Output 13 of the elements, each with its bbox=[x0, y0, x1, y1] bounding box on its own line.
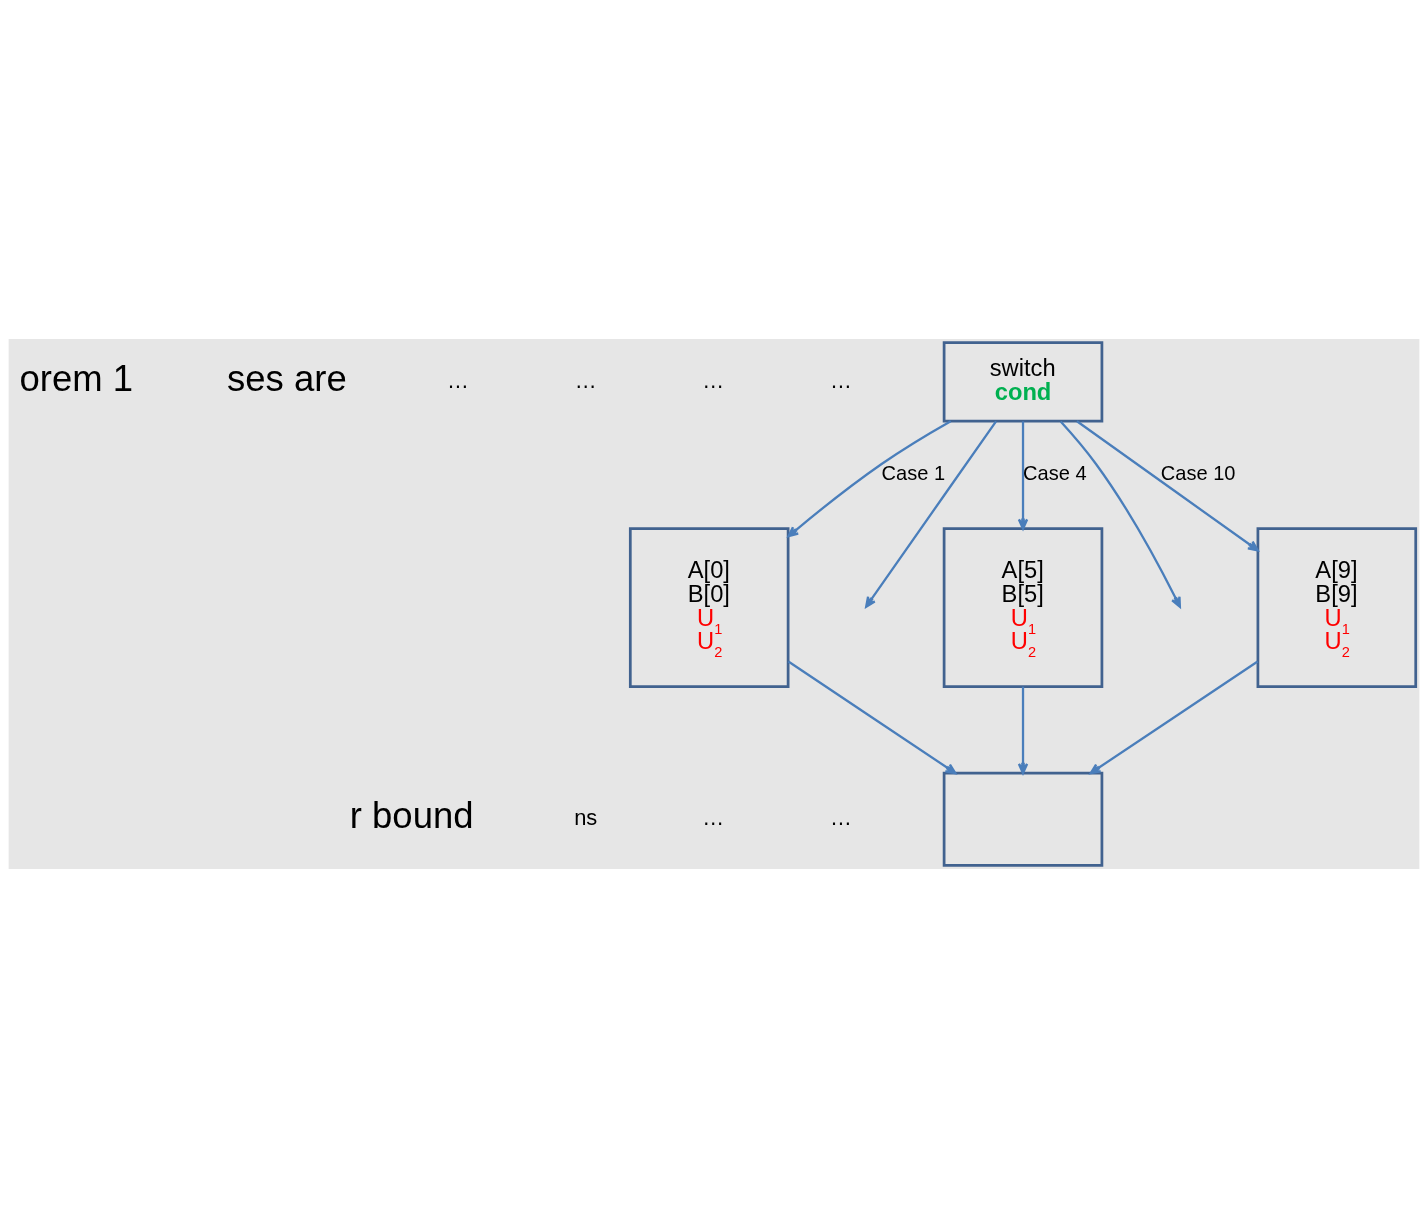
label: ns bbox=[574, 804, 598, 830]
label: … bbox=[702, 804, 725, 830]
label: ses are bbox=[227, 357, 347, 399]
edge-label: Case 10 bbox=[1160, 461, 1236, 484]
label: … bbox=[574, 367, 597, 393]
label: … bbox=[830, 367, 852, 393]
edge-label: Case 4 bbox=[1023, 461, 1087, 484]
edge-label: Case 1 bbox=[881, 461, 946, 484]
label: … bbox=[702, 367, 725, 393]
label: r bound bbox=[349, 794, 474, 836]
label: orem 1 bbox=[19, 357, 134, 399]
label: … bbox=[830, 804, 852, 830]
label: … bbox=[446, 367, 469, 393]
